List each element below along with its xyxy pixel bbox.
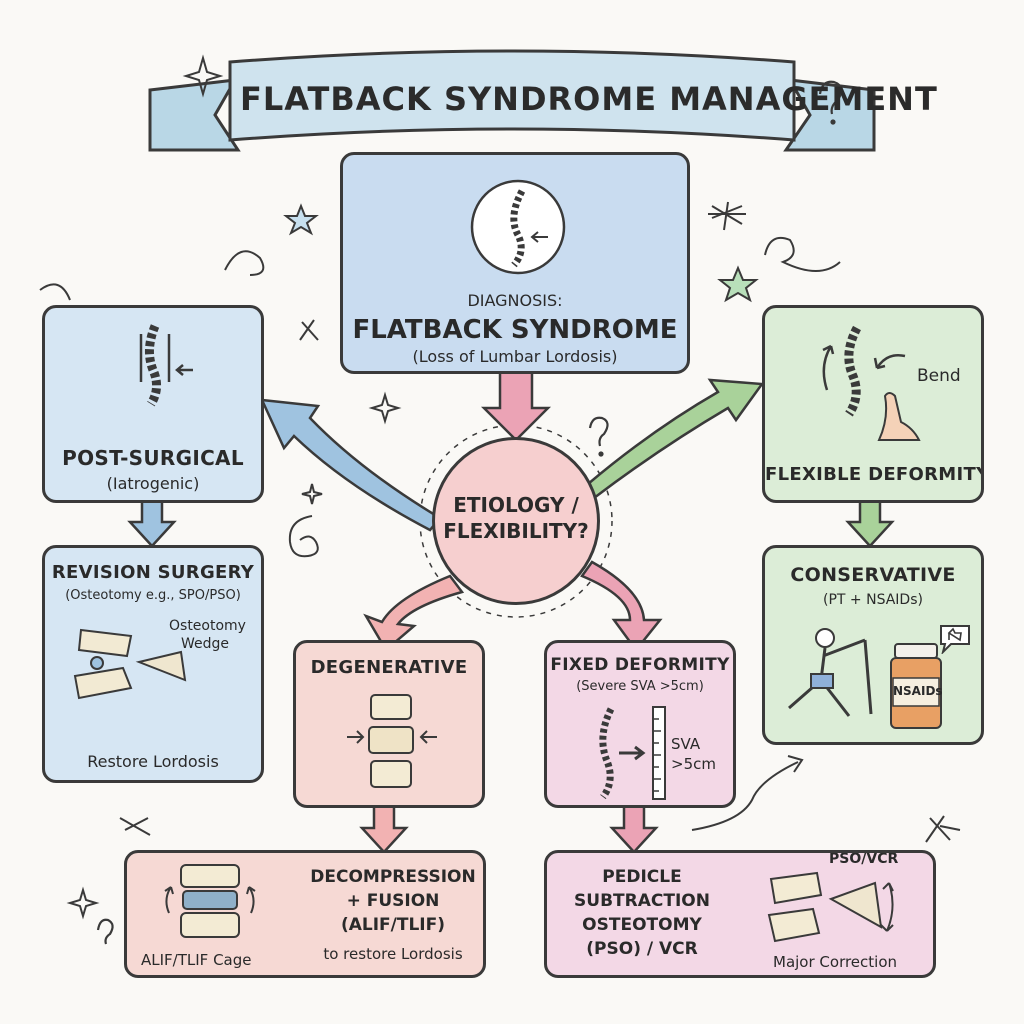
arrow-center-to-post-surgical xyxy=(259,398,442,532)
arrow-center-to-flexible xyxy=(586,378,765,500)
arrow-center-to-fixed xyxy=(580,560,663,653)
cage-label: ALIF/TLIF Cage xyxy=(141,951,252,969)
thumbs-up-icon xyxy=(940,625,970,654)
etiology-node: ETIOLOGY / FLEXIBILITY? xyxy=(432,437,600,605)
post-surgical-subtitle: (Iatrogenic) xyxy=(106,474,200,493)
sva-ruler-icon xyxy=(599,706,666,800)
post-surgical-box: POST-SURGICAL (Iatrogenic) xyxy=(42,305,264,503)
star-icon xyxy=(283,203,759,303)
flexible-deformity-box: Bend FLEXIBLE DEFORMITY xyxy=(762,305,984,503)
post-surgical-title: POST-SURGICAL xyxy=(62,446,244,470)
nsaids-label: NSAIDs xyxy=(893,684,943,698)
arrow-degenerative-to-decompression xyxy=(359,804,409,854)
fixed-subtitle: (Severe SVA >5cm) xyxy=(576,679,704,694)
pso-line-3: OSTEOTOMY xyxy=(582,915,702,935)
arrow-fixed-to-pso xyxy=(609,804,659,854)
decompression-line-2: + FUSION xyxy=(346,891,440,911)
bending-spine-icon xyxy=(822,325,862,417)
pso-vcr-box: PEDICLE SUBTRACTION OSTEOTOMY (PSO) / VC… xyxy=(544,850,936,978)
hatch-icon xyxy=(119,201,961,843)
fixed-title: FIXED DEFORMITY xyxy=(550,655,730,675)
sparkle-icon xyxy=(66,54,402,920)
page-title: FLATBACK SYNDROME MANAGEMENT xyxy=(240,80,938,118)
degenerative-title: DEGENERATIVE xyxy=(310,657,468,678)
pso-top-label: PSO/VCR xyxy=(829,851,899,867)
arrow-post-surgical-to-revision xyxy=(127,498,177,548)
etiology-line-1: ETIOLOGY / xyxy=(453,493,579,517)
pso-wedge-icon xyxy=(767,871,894,943)
conservative-title: CONSERVATIVE xyxy=(790,564,956,586)
arrow-head-icon xyxy=(787,755,804,773)
wedge-label-1: Osteotomy xyxy=(169,618,246,634)
pso-line-2: SUBTRACTION xyxy=(574,891,710,911)
pso-line-4: (PSO) / VCR xyxy=(586,939,698,959)
conservative-box: CONSERVATIVE (PT + NSAIDs) NSAIDs xyxy=(762,545,984,745)
revision-footer: Restore Lordosis xyxy=(87,752,219,771)
diagnosis-box: DIAGNOSIS: FLATBACK SYNDROME (Loss of Lu… xyxy=(340,152,690,374)
wedge-label-2: Wedge xyxy=(181,636,230,652)
diagnosis-name: FLATBACK SYNDROME xyxy=(352,315,678,345)
arrow-diagnosis-to-center xyxy=(480,370,552,442)
revision-subtitle: (Osteotomy e.g., SPO/PSO) xyxy=(65,588,241,603)
decompression-line-4: to restore Lordosis xyxy=(323,945,463,963)
degenerative-box: DEGENERATIVE xyxy=(293,640,485,808)
degenerated-vertebrae-icon xyxy=(347,694,437,788)
fusion-cage-icon xyxy=(164,864,256,938)
curved-arrow-icon xyxy=(873,354,906,370)
revision-title: REVISION SURGERY xyxy=(51,562,255,583)
spiral-icon xyxy=(288,515,319,558)
fused-spine-icon xyxy=(139,324,193,407)
diagnosis-label: DIAGNOSIS: xyxy=(467,291,563,310)
stretching-person-icon xyxy=(788,628,873,717)
conservative-subtitle: (PT + NSAIDs) xyxy=(823,592,923,608)
bend-label: Bend xyxy=(917,366,961,386)
revision-surgery-box: REVISION SURGERY (Osteotomy e.g., SPO/PS… xyxy=(42,545,264,783)
spine-icon xyxy=(470,179,566,275)
title-ribbon xyxy=(148,49,876,152)
arrow-center-to-degenerative xyxy=(363,574,465,652)
decompression-line-1: DECOMPRESSION xyxy=(310,867,476,887)
flexible-title: FLEXIBLE DEFORMITY xyxy=(765,464,984,485)
pso-footer: Major Correction xyxy=(773,953,898,971)
arrow-flexible-to-conservative xyxy=(845,498,895,548)
etiology-line-2: FLEXIBILITY? xyxy=(443,519,589,543)
decompression-line-3: (ALIF/TLIF) xyxy=(340,915,446,935)
sva-label-1: SVA xyxy=(671,735,701,753)
question-mark-icon xyxy=(96,80,843,945)
decompression-fusion-box: ALIF/TLIF Cage DECOMPRESSION + FUSION (A… xyxy=(124,850,486,978)
curved-arrow-pso-to-conservative xyxy=(691,761,799,831)
hand-icon xyxy=(877,392,921,441)
diagnosis-subtitle: (Loss of Lumbar Lordosis) xyxy=(412,347,618,366)
fixed-deformity-box: FIXED DEFORMITY (Severe SVA >5cm) SVA >5… xyxy=(544,640,736,808)
sva-label-2: >5cm xyxy=(671,755,716,773)
pill-bottle-icon xyxy=(890,643,942,729)
pso-line-1: PEDICLE xyxy=(602,867,682,887)
osteotomy-wedge-icon xyxy=(73,628,187,700)
